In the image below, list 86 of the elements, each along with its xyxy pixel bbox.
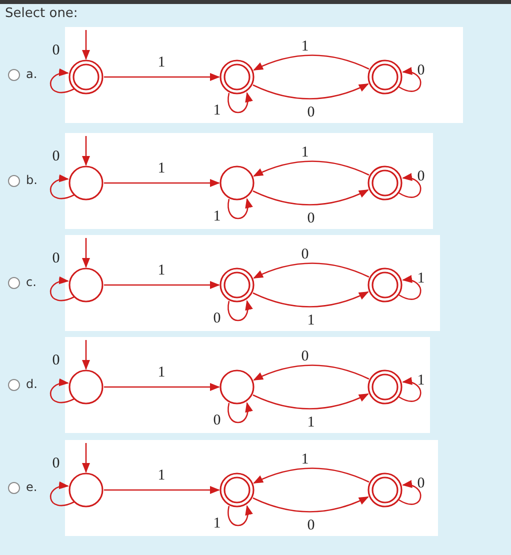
- edge-label: 0: [417, 64, 425, 78]
- edge-label: 0: [213, 312, 221, 326]
- edge-label: 1: [213, 104, 221, 118]
- self-loop-arrow: [228, 92, 252, 114]
- state-circle: [68, 472, 104, 508]
- option-label: b.: [26, 173, 38, 187]
- edge-label: 1: [301, 146, 309, 160]
- state-circle: [68, 267, 104, 303]
- option-label: d.: [26, 377, 38, 391]
- option-label: e.: [26, 480, 38, 494]
- edge-label: 1: [158, 56, 166, 70]
- self-loop-arrow: [50, 277, 74, 302]
- edge-label: 1: [417, 272, 425, 286]
- edge-label: 1: [158, 264, 166, 278]
- accepting-state-circle: [367, 267, 403, 303]
- start-arrow: [82, 30, 90, 60]
- edge-label: 0: [52, 150, 60, 164]
- transition-arrow: [104, 281, 220, 289]
- transition-arrow: [252, 189, 369, 206]
- transition-arrow: [253, 160, 370, 177]
- edge-label: 0: [301, 248, 309, 262]
- accepting-state-circle: [219, 267, 255, 303]
- transition-arrow: [253, 364, 370, 381]
- edge-label: 1: [301, 40, 309, 54]
- self-loop-arrow: [228, 300, 252, 322]
- edge-label: 0: [307, 106, 315, 120]
- self-loop-arrow: [50, 175, 74, 200]
- edge-label: 1: [301, 452, 309, 468]
- self-loop-arrow: [398, 174, 422, 198]
- self-loop-arrow: [50, 379, 74, 404]
- transition-arrow: [252, 83, 369, 100]
- accepting-state-circle: [68, 59, 104, 95]
- accepting-state-circle: [219, 59, 255, 95]
- state-circle: [68, 165, 104, 201]
- edge-label: 0: [301, 350, 309, 364]
- self-loop-arrow: [50, 69, 74, 94]
- prompt-text: Select one:: [5, 6, 78, 21]
- accepting-state-circle: [367, 59, 403, 95]
- accepting-state-circle: [219, 472, 255, 508]
- self-loop-arrow: [228, 402, 252, 424]
- edge-label: 0: [52, 456, 60, 472]
- state-circle: [68, 369, 104, 405]
- edge-label: 1: [307, 314, 315, 328]
- accepting-state-circle: [367, 369, 403, 405]
- edge-label: 1: [417, 374, 425, 388]
- self-loop-arrow: [398, 480, 422, 505]
- start-arrow: [82, 443, 90, 473]
- transition-arrow: [253, 54, 370, 71]
- edge-label: 0: [307, 212, 315, 226]
- start-arrow: [82, 340, 90, 370]
- accepting-state-circle: [367, 165, 403, 201]
- self-loop-arrow: [228, 505, 252, 526]
- self-loop-arrow: [398, 276, 422, 300]
- edge-label: 1: [158, 468, 166, 484]
- edge-label: 0: [417, 170, 425, 184]
- start-arrow: [82, 136, 90, 166]
- option-label: c.: [26, 275, 36, 289]
- edge-label: 0: [52, 252, 60, 266]
- start-arrow: [82, 238, 90, 268]
- self-loop-arrow: [228, 198, 252, 220]
- edge-label: 1: [213, 516, 221, 532]
- self-loop-arrow: [398, 68, 422, 92]
- transition-arrow: [252, 393, 369, 410]
- transition-arrow: [253, 468, 370, 484]
- edge-label: 1: [213, 210, 221, 224]
- transition-arrow: [252, 496, 369, 512]
- option-label: a.: [26, 67, 38, 81]
- edge-label: 1: [307, 416, 315, 430]
- edge-label: 0: [52, 44, 60, 58]
- state-circle: [219, 369, 255, 405]
- transition-arrow: [253, 262, 370, 279]
- transition-arrow: [104, 179, 220, 187]
- accepting-state-circle: [367, 472, 403, 508]
- edge-label: 0: [52, 354, 60, 368]
- state-circle: [219, 165, 255, 201]
- edge-label: 0: [417, 476, 425, 492]
- self-loop-arrow: [398, 378, 422, 402]
- edge-label: 0: [307, 518, 315, 534]
- edge-label: 1: [158, 366, 166, 380]
- transition-arrow: [104, 486, 220, 494]
- transition-arrow: [104, 383, 220, 391]
- transition-arrow: [104, 73, 220, 81]
- edge-label: 1: [158, 162, 166, 176]
- self-loop-arrow: [50, 482, 74, 506]
- transition-arrow: [252, 291, 369, 308]
- edge-label: 0: [213, 414, 221, 428]
